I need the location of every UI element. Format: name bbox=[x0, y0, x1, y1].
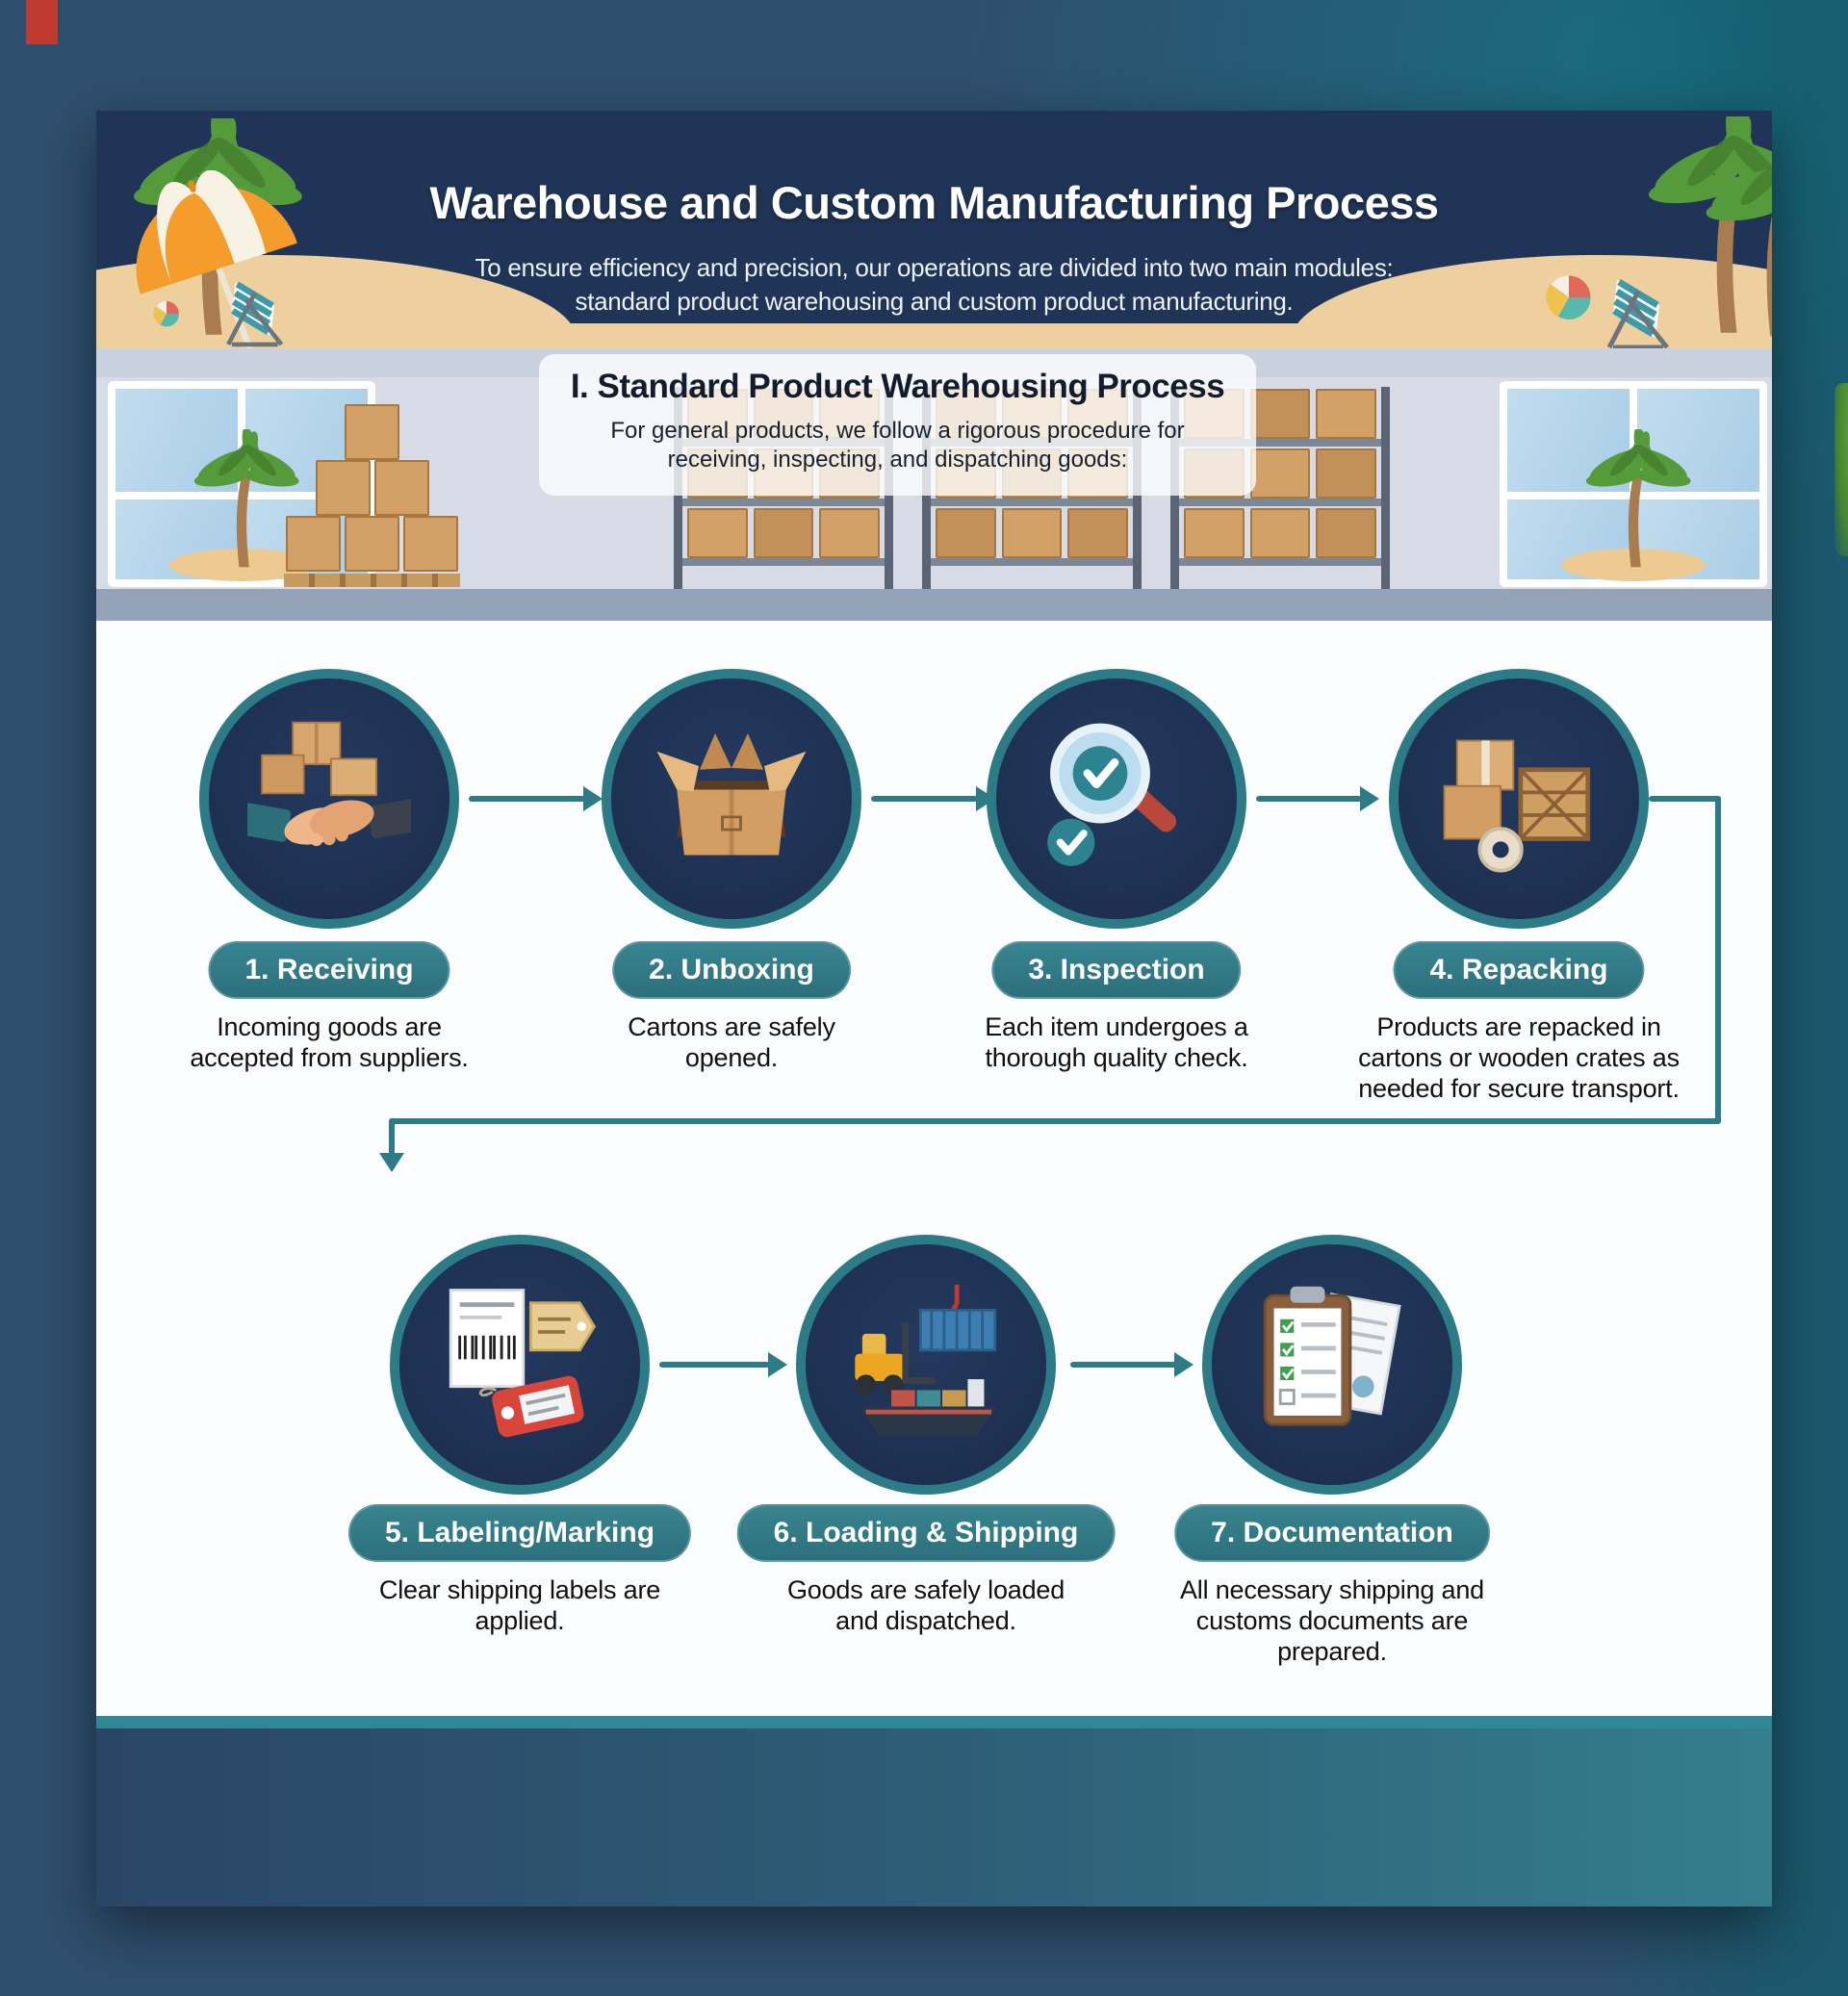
step-desc-receiving: Incoming goods are accepted from supplie… bbox=[190, 1012, 469, 1072]
section-heading: I. Standard Product Warehousing Process bbox=[570, 368, 1225, 405]
step-desc-labeling: Clear shipping labels are applied. bbox=[378, 1575, 661, 1635]
palm-tree-icon bbox=[1571, 429, 1696, 574]
clipboard-checklist-icon bbox=[1263, 1286, 1401, 1426]
page-title: Warehouse and Custom Manufacturing Proce… bbox=[429, 177, 1440, 228]
section-subheading-line2: receiving, inspecting, and dispatching g… bbox=[667, 447, 1128, 473]
flow-connector bbox=[871, 796, 978, 802]
footer-accent-strip bbox=[96, 1716, 1772, 1728]
page-subtitle-line2: standard product warehousing and custom … bbox=[575, 287, 1294, 316]
forklift-ship-icon bbox=[855, 1284, 997, 1436]
pallet bbox=[284, 574, 460, 587]
flow-arrowhead bbox=[768, 1352, 787, 1377]
step-desc-inspection: Each item undergoes a thorough quality c… bbox=[985, 1012, 1248, 1072]
corner-red-strip bbox=[26, 0, 58, 44]
step-label-repacking: 4. Repacking bbox=[1393, 941, 1645, 999]
warehouse-scene: I. Standard Product Warehousing Process … bbox=[96, 348, 1772, 621]
flow-arrowhead bbox=[1174, 1352, 1194, 1377]
flow-connector bbox=[469, 796, 585, 802]
step-desc-repacking: Products are repacked in cartons or wood… bbox=[1358, 1012, 1680, 1103]
step-label-unboxing: 2. Unboxing bbox=[612, 941, 851, 999]
section-subheading-line1: For general products, we follow a rigoro… bbox=[610, 418, 1185, 444]
edge-plant-sliver bbox=[1835, 383, 1848, 556]
flow-connector bbox=[1256, 796, 1362, 802]
step-label-documentation: 7. Documentation bbox=[1174, 1504, 1490, 1562]
flow-connector bbox=[1715, 796, 1721, 1124]
handshake-boxes-icon bbox=[247, 721, 411, 847]
step-label-receiving: 1. Receiving bbox=[208, 941, 450, 999]
page-subtitle-line1: To ensure efficiency and precision, our … bbox=[475, 253, 1394, 282]
boxes-crate-tape-icon bbox=[1443, 739, 1591, 873]
section-heading-panel: I. Standard Product Warehousing Process … bbox=[539, 354, 1256, 496]
flow-connector bbox=[389, 1118, 1721, 1124]
flow-connector bbox=[659, 1362, 770, 1368]
sand-strip bbox=[96, 323, 1772, 348]
step-circle-unboxing bbox=[602, 669, 861, 929]
step-circle-documentation bbox=[1202, 1235, 1462, 1495]
flow-connector bbox=[1070, 1362, 1176, 1368]
carton-stack bbox=[284, 404, 460, 589]
flow-arrowhead bbox=[583, 786, 603, 811]
labels-tags-icon bbox=[449, 1289, 597, 1438]
warehouse-window-right bbox=[1500, 381, 1767, 587]
step-circle-inspection bbox=[987, 669, 1246, 929]
footer-band bbox=[96, 1728, 1772, 1906]
step-desc-unboxing: Cartons are safely opened. bbox=[628, 1012, 835, 1072]
flow-arrowhead-down bbox=[379, 1153, 404, 1172]
step-label-labeling: 5. Labeling/Marking bbox=[347, 1504, 692, 1562]
open-carton-icon bbox=[656, 733, 807, 856]
step-label-inspection: 3. Inspection bbox=[991, 941, 1242, 999]
magnifier-check-icon bbox=[1047, 723, 1177, 866]
step-circle-repacking bbox=[1389, 669, 1649, 929]
flow-connector bbox=[389, 1118, 395, 1155]
poster-header: Warehouse and Custom Manufacturing Proce… bbox=[96, 111, 1772, 348]
flow-arrowhead bbox=[1360, 786, 1379, 811]
step-circle-shipping bbox=[796, 1235, 1056, 1495]
step-circle-labeling bbox=[390, 1235, 650, 1495]
step-desc-shipping: Goods are safely loaded and dispatched. bbox=[786, 1575, 1065, 1635]
step-circle-receiving bbox=[199, 669, 459, 929]
step-label-shipping: 6. Loading & Shipping bbox=[736, 1504, 1116, 1562]
step-desc-documentation: All necessary shipping and customs docum… bbox=[1180, 1575, 1484, 1666]
flow-connector bbox=[1649, 796, 1721, 802]
warehouse-floor bbox=[96, 589, 1772, 621]
